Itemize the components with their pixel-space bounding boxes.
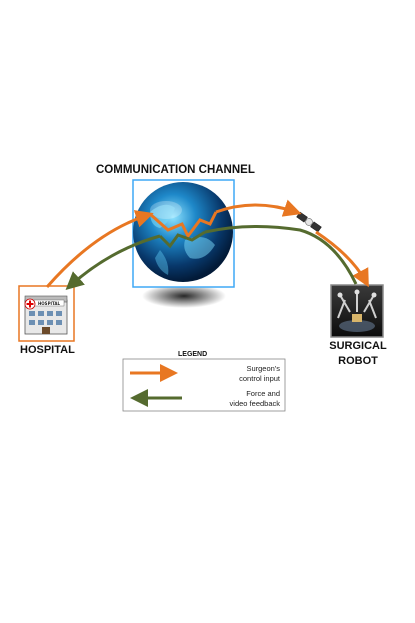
feedback-arrow-robot-to-globe	[204, 224, 358, 285]
hospital-icon: HOSPITAL	[18, 285, 75, 342]
legend-item-control-line1: Surgeon's	[246, 364, 280, 373]
channel-title: COMMUNICATION CHANNEL	[96, 164, 255, 176]
robot-label-line1: SURGICAL	[329, 340, 387, 352]
legend-item-control-line2: control input	[239, 374, 280, 383]
legend-item-feedback-line1: Force and	[246, 389, 280, 398]
robot-label-line2: ROBOT	[338, 355, 378, 367]
legend-item-feedback-line2: video feedback	[229, 399, 280, 408]
feedback-path-through-globe	[158, 230, 206, 249]
control-arrow-globe-to-satellite	[215, 199, 302, 217]
legend-item-control: Surgeon's control input	[214, 364, 280, 384]
legend-box	[122, 358, 286, 412]
robot-label: SURGICAL ROBOT	[318, 339, 398, 369]
control-path-through-globe	[149, 211, 218, 239]
globe-icon	[132, 179, 235, 308]
feedback-arrow-globe-to-hospital	[65, 234, 161, 291]
control-arrow-satellite-to-robot	[315, 230, 369, 288]
surgical-robot-icon	[330, 284, 384, 338]
legend-title: LEGEND	[178, 351, 208, 358]
hospital-sign-text: HOSPITAL	[38, 301, 61, 306]
control-arrow-hospital-to-globe	[45, 210, 154, 288]
legend-item-feedback: Force and video feedback	[214, 389, 280, 409]
hospital-label: HOSPITAL	[20, 344, 75, 356]
